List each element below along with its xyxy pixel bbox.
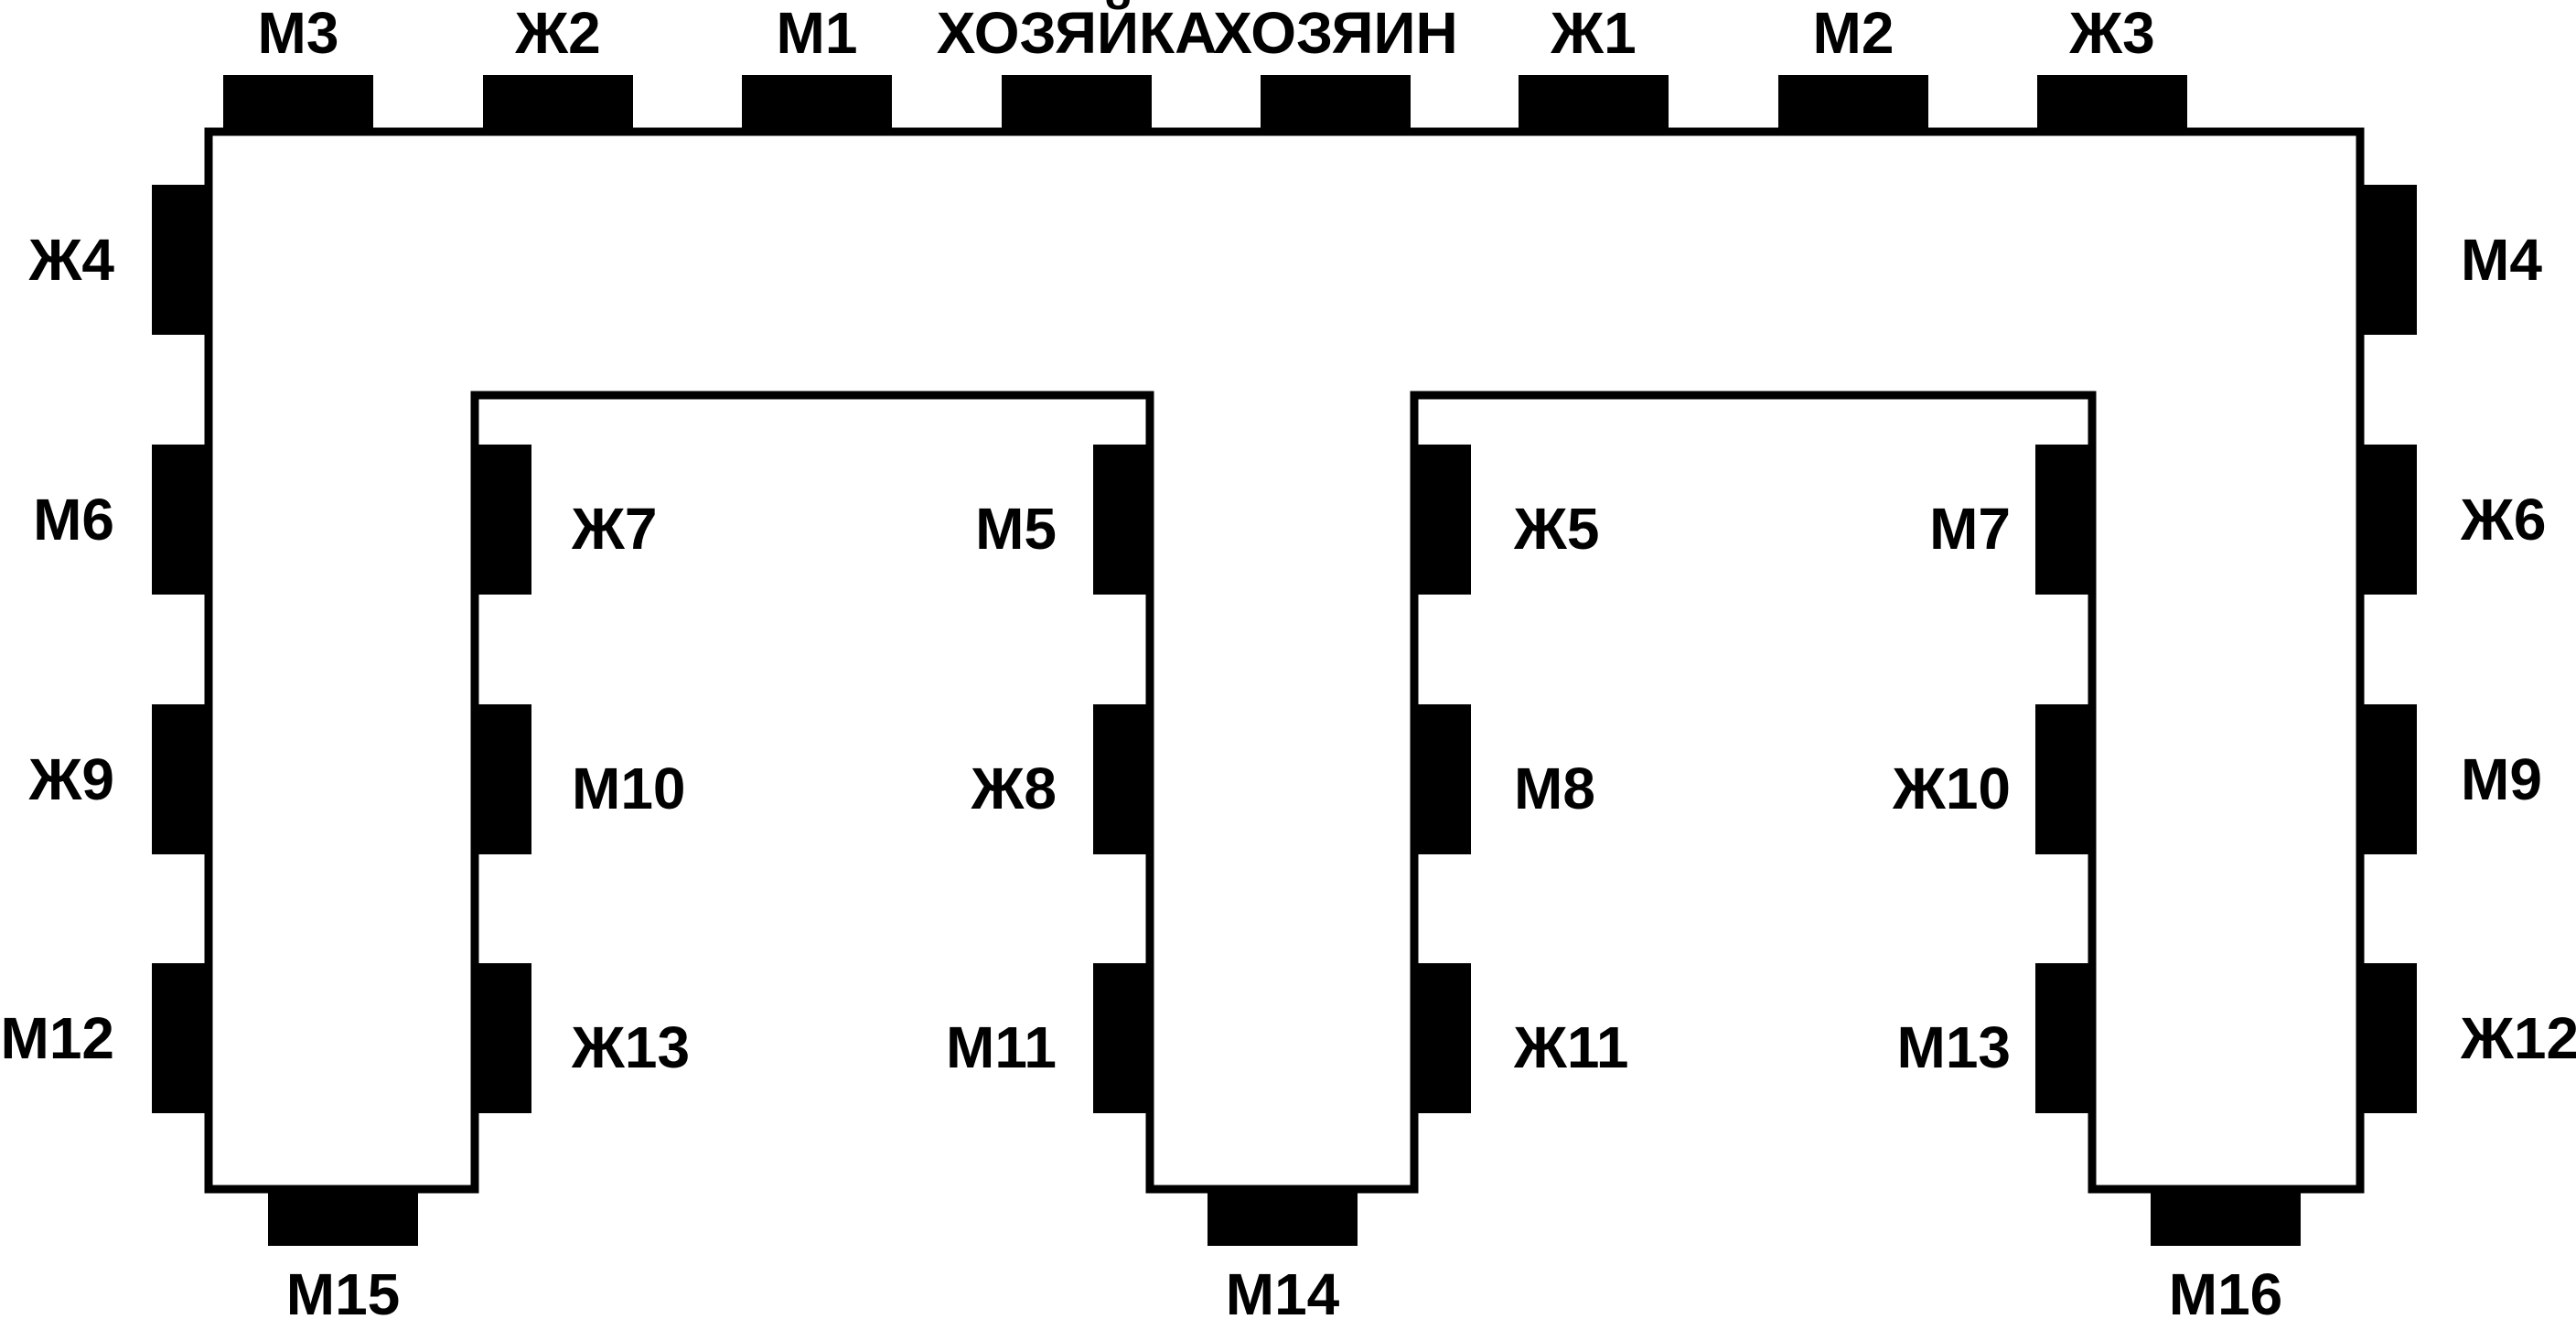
seat-bottom-3 — [2151, 1193, 2301, 1246]
seat-right-2 — [2364, 445, 2417, 595]
seat-label-top-4: ХОЗЯЙКА — [937, 0, 1218, 66]
seat-top-3 — [742, 75, 892, 128]
seat-left-arm-1 — [478, 445, 531, 595]
seat-label-top-1: М3 — [258, 0, 339, 66]
seat-label-bottom-3: М16 — [2169, 1261, 2283, 1327]
seat-label-mid-arm-right-2: М8 — [1514, 756, 1595, 821]
seat-label-mid-arm-right-3: Ж11 — [1513, 1014, 1629, 1080]
seat-label-mid-arm-right-1: Ж5 — [1513, 496, 1599, 562]
seat-label-mid-arm-left-1: М5 — [975, 496, 1057, 562]
seat-left-1 — [152, 185, 205, 335]
seat-right-4 — [2364, 963, 2417, 1113]
seat-label-top-5: ХОЗЯИН — [1213, 0, 1458, 66]
seat-label-left-arm-1: Ж7 — [571, 496, 657, 562]
seat-label-bottom-2: М14 — [1226, 1261, 1340, 1327]
seat-label-top-8: Ж3 — [2068, 0, 2154, 66]
seat-label-top-7: М2 — [1813, 0, 1894, 66]
seat-top-4 — [1002, 75, 1152, 128]
seat-right-1 — [2364, 185, 2417, 335]
seats-layer — [152, 75, 2417, 1246]
seat-top-6 — [1519, 75, 1669, 128]
seat-label-left-arm-2: М10 — [572, 756, 686, 821]
seat-label-top-3: М1 — [777, 0, 858, 66]
seat-right-arm-1 — [2035, 445, 2088, 595]
seat-mid-arm-right-3 — [1418, 963, 1471, 1113]
seat-label-right-3: М9 — [2461, 746, 2542, 812]
seat-left-arm-2 — [478, 704, 531, 854]
seat-top-2 — [483, 75, 633, 128]
seat-left-arm-3 — [478, 963, 531, 1113]
seat-right-3 — [2364, 704, 2417, 854]
seat-top-1 — [223, 75, 373, 128]
seat-label-right-arm-2: Ж10 — [1892, 756, 2011, 821]
seat-label-right-4: Ж12 — [2460, 1005, 2576, 1071]
seat-bottom-2 — [1208, 1193, 1358, 1246]
seat-mid-arm-right-1 — [1418, 445, 1471, 595]
seat-top-5 — [1261, 75, 1411, 128]
seat-left-4 — [152, 963, 205, 1113]
seat-label-left-4: М12 — [1, 1005, 115, 1071]
table-outline — [204, 127, 2365, 1194]
seat-label-left-3: Ж9 — [28, 746, 114, 812]
seat-mid-arm-left-1 — [1093, 445, 1146, 595]
seat-label-bottom-1: М15 — [286, 1261, 401, 1327]
seat-left-3 — [152, 704, 205, 854]
seat-top-7 — [1778, 75, 1928, 128]
seat-mid-arm-left-2 — [1093, 704, 1146, 854]
seat-right-arm-2 — [2035, 704, 2088, 854]
seat-label-right-2: Ж6 — [2460, 487, 2546, 552]
seat-label-mid-arm-left-3: М11 — [946, 1014, 1057, 1080]
seat-label-left-1: Ж4 — [28, 227, 115, 293]
seat-label-top-2: Ж2 — [514, 0, 600, 66]
seat-top-8 — [2037, 75, 2187, 128]
seat-label-right-arm-1: М7 — [1929, 496, 2011, 562]
seat-label-right-1: М4 — [2461, 227, 2542, 293]
seat-label-right-arm-3: М13 — [1897, 1014, 2012, 1080]
seat-mid-arm-left-3 — [1093, 963, 1146, 1113]
seat-label-mid-arm-left-2: Ж8 — [971, 756, 1057, 821]
seat-label-top-6: Ж1 — [1550, 0, 1636, 66]
seat-left-2 — [152, 445, 205, 595]
seat-mid-arm-right-2 — [1418, 704, 1471, 854]
seat-bottom-1 — [268, 1193, 418, 1246]
seat-label-left-2: М6 — [33, 487, 114, 552]
seat-right-arm-3 — [2035, 963, 2088, 1113]
seat-label-left-arm-3: Ж13 — [571, 1014, 690, 1080]
